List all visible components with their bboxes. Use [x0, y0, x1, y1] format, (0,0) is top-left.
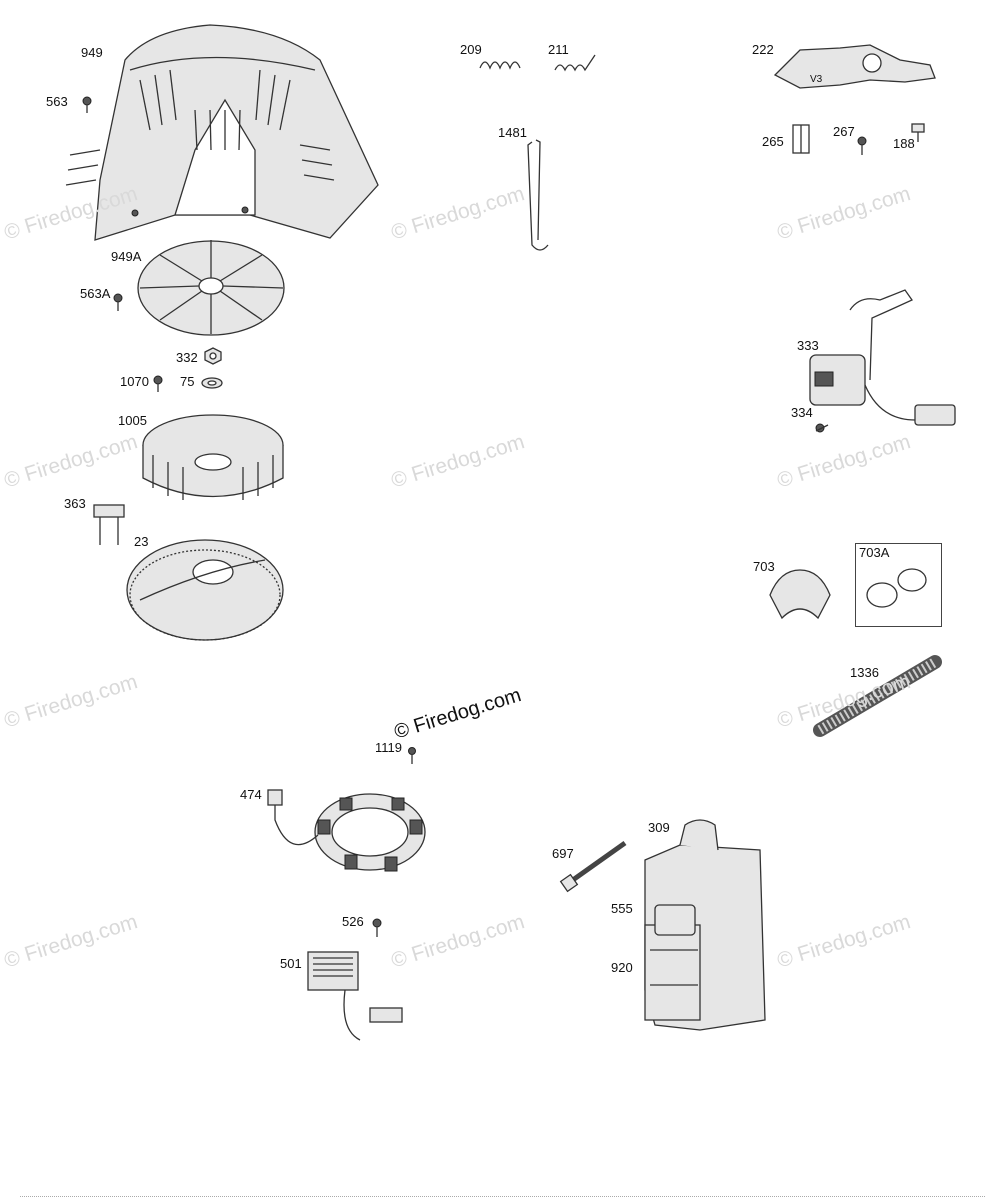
part-label: 188: [893, 136, 915, 151]
part-label: 209: [460, 42, 482, 57]
screw-188-drawing: [911, 123, 925, 142]
spring-209-drawing: [479, 61, 521, 70]
part-label: 363: [64, 496, 86, 511]
washer-drawing: [201, 377, 223, 389]
part-label: 563A: [80, 286, 111, 301]
part-label: 555: [611, 901, 633, 916]
part-label: 949A: [111, 249, 142, 264]
inset-box-703a: 703A: [855, 543, 942, 627]
fan-drawing: [142, 414, 284, 500]
part-label: 332: [176, 350, 198, 365]
clip-265-drawing: [792, 124, 810, 154]
part-label: 563: [46, 94, 68, 109]
part-label: 1070: [120, 374, 149, 389]
part-label: 334: [791, 405, 813, 420]
spring-211-drawing: [554, 54, 596, 72]
bolt-drawing: [559, 840, 627, 893]
nut-drawing: [204, 347, 222, 365]
part-label: 703: [753, 559, 775, 574]
blower-housing-drawing: [65, 24, 379, 241]
screw-267-drawing: [857, 136, 867, 155]
part-label: 1005: [118, 413, 147, 428]
part-label: 1481: [498, 125, 527, 140]
clamp-drawing: [93, 504, 125, 545]
part-label: 920: [611, 960, 633, 975]
screen-drawing: [137, 240, 285, 336]
part-label: 333: [797, 338, 819, 353]
clip-703a-drawing: [866, 568, 927, 608]
part-label: 75: [180, 374, 195, 389]
part-label: 222: [752, 42, 774, 57]
armature-drawing: [809, 289, 956, 426]
screw-563-drawing: [82, 96, 92, 113]
part-label: 1119: [375, 740, 402, 755]
part-label: 526: [342, 914, 364, 929]
starter-drawing: [644, 819, 766, 1031]
screw-563a-drawing: [113, 293, 123, 311]
footer-divider: [20, 1196, 985, 1197]
alternator-drawing: [267, 789, 426, 872]
flywheel-drawing: [126, 539, 284, 641]
part-label: 1336: [850, 665, 879, 680]
clip-703-drawing: [769, 569, 831, 620]
inset-label: 703A: [859, 545, 890, 560]
part-label: 23: [134, 534, 149, 549]
screw-1119-drawing: [408, 747, 416, 764]
bracket-drawing: V3: [773, 44, 936, 89]
part-label: 265: [762, 134, 784, 149]
part-label: 474: [240, 787, 262, 802]
part-label: 697: [552, 846, 574, 861]
part-label: 501: [280, 956, 302, 971]
screw-1070-drawing: [153, 375, 163, 392]
screw-334-drawing: [815, 423, 829, 433]
part-label: 211: [548, 42, 569, 57]
part-label: 949: [81, 45, 103, 60]
conduit-drawing: [813, 655, 942, 737]
part-label: 309: [648, 820, 670, 835]
screw-526-drawing: [372, 918, 382, 937]
link-drawing: [527, 139, 549, 251]
part-label: 267: [833, 124, 855, 139]
regulator-drawing: [307, 951, 403, 1041]
bracket-mark: V3: [810, 74, 823, 85]
